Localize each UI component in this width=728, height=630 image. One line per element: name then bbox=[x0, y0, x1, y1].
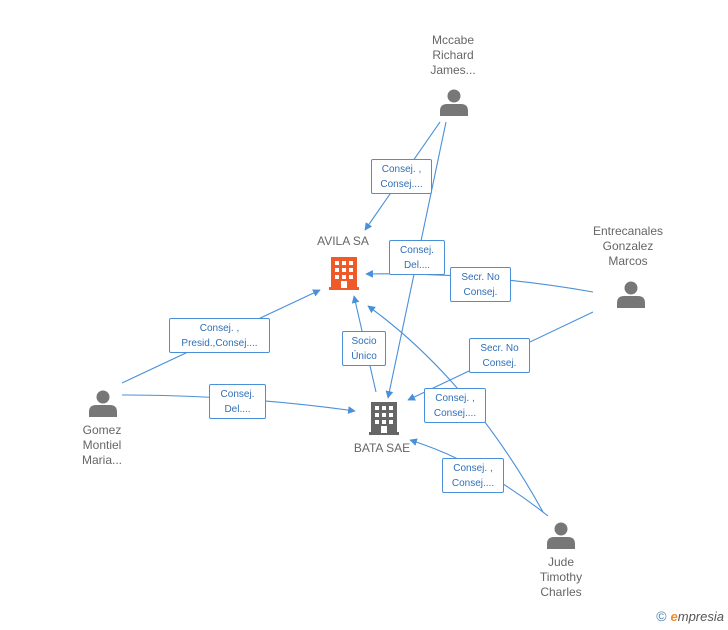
building-icon-avila[interactable] bbox=[329, 257, 359, 290]
brand-footer: © empresia bbox=[656, 608, 724, 624]
copyright-icon: © bbox=[656, 608, 667, 624]
person-icon-mccabe[interactable] bbox=[440, 89, 468, 117]
edge-label-jude-bata: Consej. , Consej.... bbox=[442, 458, 504, 493]
person-label-jude[interactable]: Jude Timothy Charles bbox=[539, 555, 583, 599]
edge-label-gomez-avila: Consej. , Presid.,Consej.... bbox=[169, 318, 270, 353]
edge-label-gomez-bata: Consej. Del.... bbox=[209, 384, 266, 419]
person-label-gomez[interactable]: Gomez Montiel Maria... bbox=[81, 423, 122, 467]
company-label-bata[interactable]: BATA SAE bbox=[353, 441, 411, 455]
edge-label-entrecanales-bata: Secr. No Consej. bbox=[469, 338, 530, 373]
person-label-entrecanales[interactable]: Entrecanales Gonzalez Marcos bbox=[592, 224, 664, 268]
person-icon-gomez[interactable] bbox=[89, 390, 117, 418]
person-label-mccabe[interactable]: Mccabe Richard James... bbox=[430, 33, 476, 77]
edge-label-mccabe-avila: Consej. , Consej.... bbox=[371, 159, 432, 194]
edge-label-bata-avila: Socio Único bbox=[342, 331, 386, 366]
company-label-avila[interactable]: AVILA SA bbox=[317, 234, 369, 248]
brand-logo[interactable]: empresia bbox=[670, 608, 724, 624]
edge-label-entrecanales-avila: Secr. No Consej. bbox=[450, 267, 511, 302]
person-icon-jude[interactable] bbox=[547, 522, 575, 550]
edge-label-mccabe-bata: Consej. Del.... bbox=[389, 240, 445, 275]
edge-label-jude-avila: Consej. , Consej.... bbox=[424, 388, 486, 423]
building-icon-bata[interactable] bbox=[369, 402, 399, 435]
person-icon-entrecanales[interactable] bbox=[617, 281, 645, 309]
